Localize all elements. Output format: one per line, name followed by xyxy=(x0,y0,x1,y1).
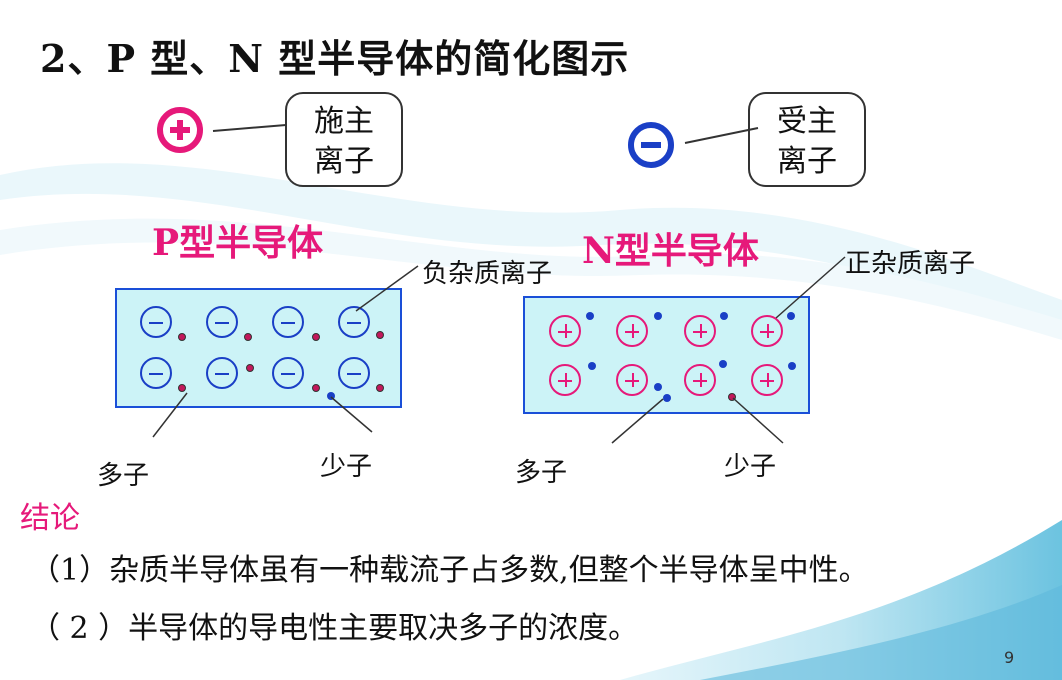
conclusion-heading: 结论 xyxy=(20,501,80,536)
electron-dot xyxy=(720,312,728,320)
n-minority-label: 少子 xyxy=(724,452,777,482)
donor-callout: 施主 离子 xyxy=(285,92,403,187)
hole-dot xyxy=(244,333,252,341)
negative-ion-icon xyxy=(272,357,304,389)
acceptor-label-line1: 受主 xyxy=(777,104,837,139)
p-majority-label: 多子 xyxy=(97,461,150,491)
electron-dot xyxy=(787,312,795,320)
positive-ion-icon xyxy=(751,315,783,347)
hole-dot xyxy=(312,384,320,392)
minus-circle-icon xyxy=(628,122,674,168)
n-type-label: N型半导体 xyxy=(582,230,759,272)
electron-dot xyxy=(588,362,596,370)
negative-ion-icon xyxy=(140,357,172,389)
p-type-label: P型半导体 xyxy=(152,222,324,264)
hole-dot xyxy=(376,331,384,339)
positive-ion-icon xyxy=(684,315,716,347)
electron-dot xyxy=(654,312,662,320)
n-ion-label: 正杂质离子 xyxy=(845,249,976,279)
electron-dot xyxy=(788,362,796,370)
positive-ion-icon xyxy=(549,315,581,347)
electron-dot xyxy=(663,394,671,402)
acceptor-callout: 受主 离子 xyxy=(748,92,866,187)
positive-ion-icon xyxy=(684,364,716,396)
positive-ion-icon xyxy=(549,364,581,396)
hole-dot xyxy=(728,393,736,401)
positive-ion-icon xyxy=(751,364,783,396)
p-minority-label: 少子 xyxy=(320,452,373,482)
p-ion-label: 负杂质离子 xyxy=(422,259,553,289)
negative-ion-icon xyxy=(206,306,238,338)
electron-dot xyxy=(654,383,662,391)
negative-ion-icon xyxy=(338,306,370,338)
negative-ion-icon xyxy=(272,306,304,338)
hole-dot xyxy=(376,384,384,392)
negative-ion-icon xyxy=(338,357,370,389)
electron-dot xyxy=(586,312,594,320)
conclusion-point-1: （1）杂质半导体虽有一种载流子占多数,但整个半导体呈中性。 xyxy=(30,553,869,588)
positive-ion-icon xyxy=(616,364,648,396)
negative-ion-icon xyxy=(206,357,238,389)
electron-dot xyxy=(719,360,727,368)
positive-ion-icon xyxy=(616,315,648,347)
donor-label-line2: 离子 xyxy=(314,144,374,179)
hole-dot xyxy=(178,384,186,392)
hole-dot xyxy=(246,364,254,372)
conclusion-point-2: （ 2 ）半导体的导电性主要取决多子的浓度。 xyxy=(30,611,639,646)
plus-circle-icon xyxy=(157,107,203,153)
negative-ion-icon xyxy=(140,306,172,338)
page-number: 9 xyxy=(1004,648,1015,667)
acceptor-label-line2: 离子 xyxy=(777,144,837,179)
slide-title: 2、P 型、N 型半导体的简化图示 xyxy=(40,36,630,81)
electron-dot xyxy=(327,392,335,400)
donor-label-line1: 施主 xyxy=(314,104,374,139)
n-majority-label: 多子 xyxy=(515,458,568,488)
hole-dot xyxy=(312,333,320,341)
hole-dot xyxy=(178,333,186,341)
